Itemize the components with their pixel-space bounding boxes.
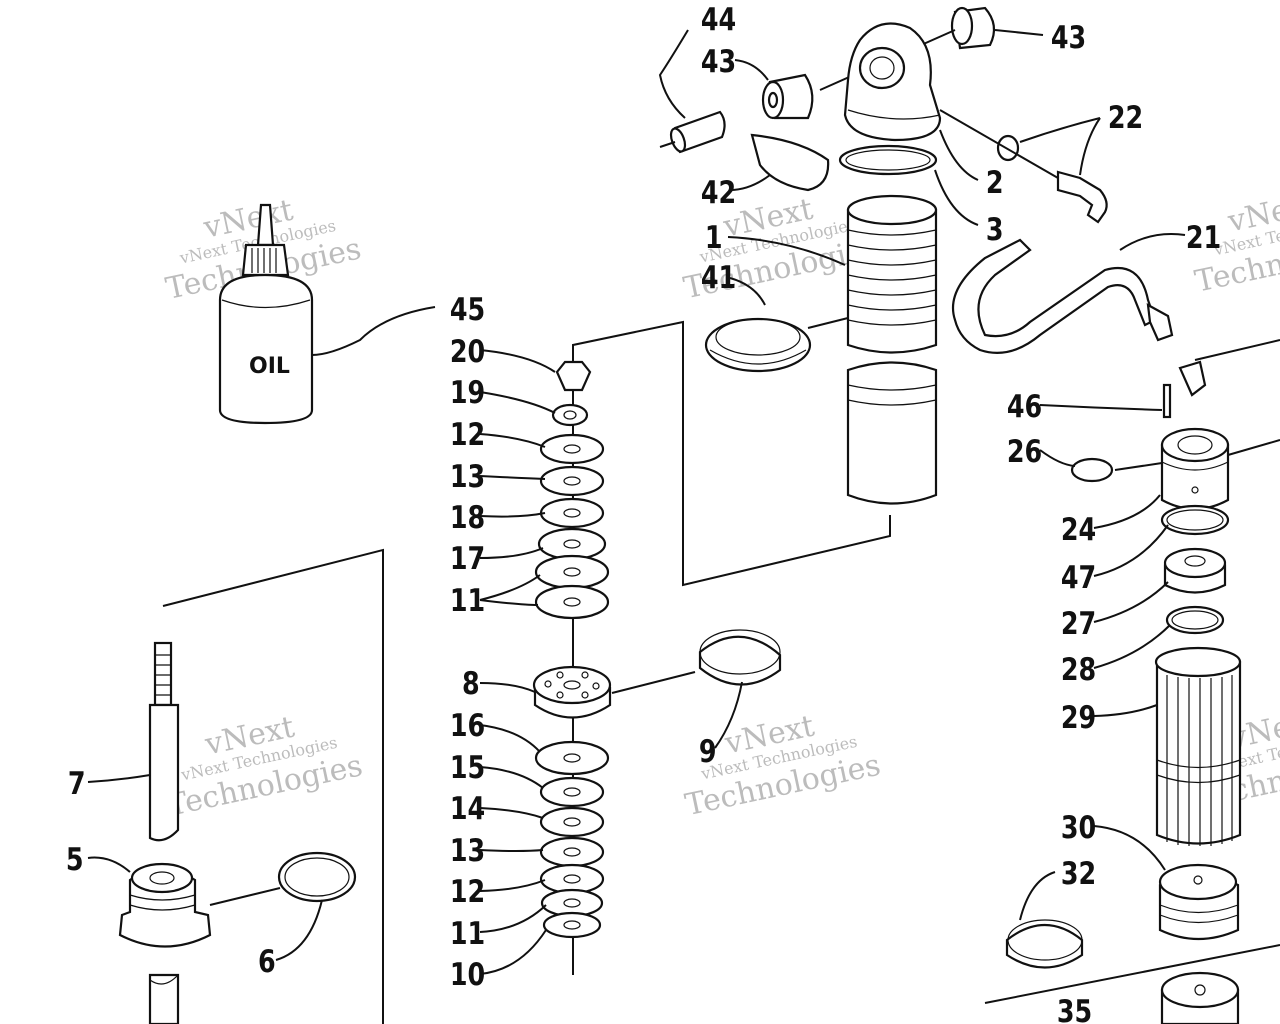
oil-bottle-nozzle [256,203,275,247]
shaft-thread [153,641,173,707]
elbow-fitting-22 [1056,170,1108,224]
part-label-13: 13 [450,459,485,495]
shim-11b [534,584,610,620]
o-ring-22 [996,134,1020,162]
part-label-18: 18 [450,500,485,536]
part-label-43: 43 [1051,20,1086,56]
part-label-47: 47 [1061,560,1096,596]
part-label-8: 8 [462,666,480,702]
shim-17 [537,527,607,561]
o-ring-47 [1160,504,1230,536]
shim-stack-lower [534,740,610,939]
shim-14 [539,806,605,838]
part-labels: 44 43 43 22 42 2 3 1 41 21 45 20 19 12 1… [66,2,1221,1024]
part-label-20: 20 [450,334,485,370]
shim-12b [539,863,605,895]
reservoir-assembly [1005,383,1280,1024]
part-label-43: 43 [701,44,736,80]
part-label-44: 44 [701,2,736,38]
part-label-19: 19 [450,375,485,411]
shock-body-lower [846,361,938,505]
shim-18 [539,497,605,529]
shim-stack-upper [534,433,610,620]
shim-13 [539,465,605,497]
o-ring-3 [838,144,938,176]
washer-19 [551,403,589,427]
part-label-7: 7 [68,766,86,802]
part-label-28: 28 [1061,652,1096,688]
nut-20 [555,360,592,392]
shim-16 [534,740,610,776]
part-label-29: 29 [1061,700,1096,736]
part-label-42: 42 [701,175,736,211]
part-label-2: 2 [986,165,1004,201]
part-label-12: 12 [450,874,485,910]
leader-lines [87,29,1186,975]
oil-bottle: OIL [218,203,314,425]
pin-46 [1162,383,1172,419]
oil-label: OIL [249,354,290,379]
part-label-27: 27 [1061,606,1096,642]
oil-bottle-cap [241,243,290,277]
shim-11 [534,554,610,590]
shaft-assembly [118,641,357,1024]
reservoir-body-29 [1155,652,1242,845]
o-ring-6 [277,851,357,903]
part-label-16: 16 [450,708,485,744]
frame-line-bottom-right [984,944,1280,1004]
snap-ring-32 [1005,923,1084,969]
part-label-10: 10 [450,957,485,993]
shim-11d [542,911,602,939]
part-label-13: 13 [450,833,485,869]
part-label-3: 3 [986,212,1004,248]
part-label-21: 21 [1186,220,1221,256]
part-label-5: 5 [66,842,84,878]
part-label-41: 41 [701,260,736,296]
part-label-1: 1 [705,220,723,256]
part-label-26: 26 [1007,434,1042,470]
hose-fitting-21 [1146,303,1174,342]
part-label-32: 32 [1061,856,1096,892]
shim-13b [539,836,605,868]
part-label-11: 11 [450,916,485,952]
part-label-14: 14 [450,791,485,827]
part-label-12: 12 [450,417,485,453]
hose-assembly [939,109,1280,397]
shaft-7 [148,703,180,842]
deflector-42 [750,133,830,192]
part-label-15: 15 [450,750,485,786]
piston-ring-9 [698,635,782,686]
part-label-6: 6 [258,944,276,980]
piston-8 [532,665,612,719]
part-label-35: 35 [1057,994,1092,1024]
watermark: vNext vNext Technologies Technologies [164,710,365,824]
part-label-9: 9 [699,734,717,770]
part-label-22: 22 [1108,100,1143,136]
hose-21 [951,238,1157,354]
part-label-45: 45 [450,292,485,328]
part-label-11: 11 [450,583,485,619]
shim-15 [539,776,605,808]
shim-12 [539,433,605,465]
part-label-46: 46 [1007,389,1042,425]
o-ring-26 [1070,457,1114,483]
part-label-24: 24 [1061,512,1096,548]
shock-eye-assembly [659,6,996,505]
part-label-30: 30 [1061,810,1096,846]
piston-stack [532,345,782,975]
oil-bottle-body [218,273,314,425]
part-label-17: 17 [450,541,485,577]
fitting-elbow [1178,360,1207,397]
o-ring-28 [1165,605,1225,635]
ring-41 [704,317,812,373]
frame-line-left [162,548,384,1024]
